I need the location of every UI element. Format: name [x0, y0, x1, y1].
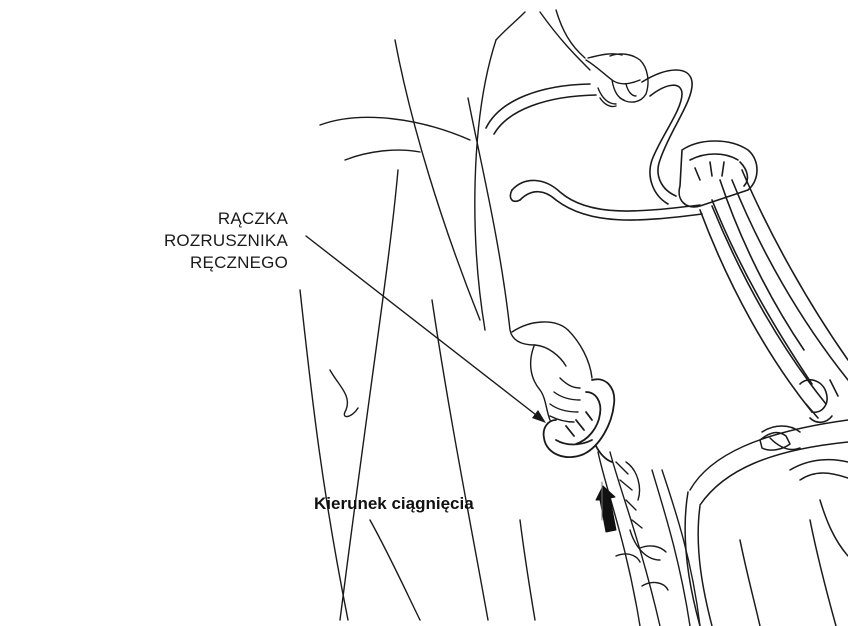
- starter-handle-label-line1: RĄCZKA ROZRUSZNIKA: [150, 208, 288, 252]
- leader-arrowhead: [532, 410, 546, 423]
- mower-body: [685, 420, 848, 626]
- starter-handle-leader-line: [306, 236, 540, 418]
- top-hand: [586, 54, 648, 107]
- lower-hand: [531, 330, 592, 422]
- operator-figure: [300, 10, 622, 620]
- mower-handlebar: [486, 70, 848, 422]
- starter-handle-label-line2: RĘCZNEGO: [150, 252, 288, 274]
- pull-direction-label: Kierunek ciągnięcia: [314, 494, 474, 514]
- starter-handle-label: RĄCZKA ROZRUSZNIKA RĘCZNEGO: [150, 208, 288, 274]
